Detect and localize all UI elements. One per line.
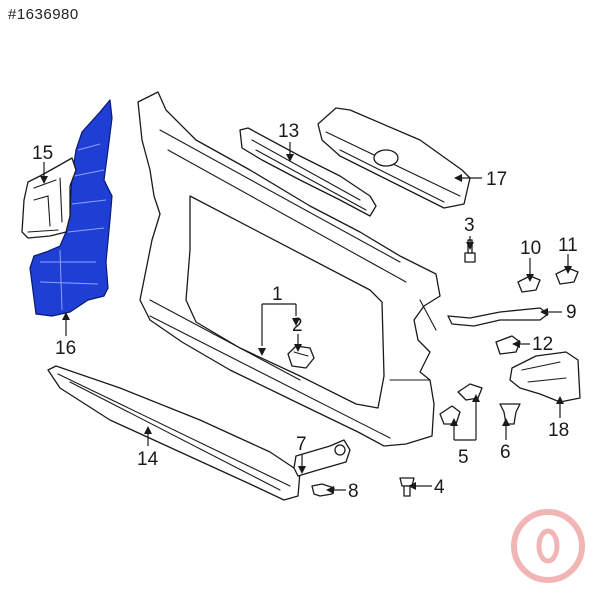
part-17-upper-cover[interactable] — [317, 107, 471, 209]
watermark-logo — [511, 509, 585, 583]
callout-4: 4 — [434, 477, 445, 498]
part-1-radiator-support[interactable] — [137, 91, 441, 447]
part-8-bolt[interactable] — [311, 483, 335, 497]
reference-number: #1636980 — [8, 6, 79, 23]
arrowheads — [40, 154, 572, 494]
part-9-rod[interactable] — [447, 307, 549, 327]
callout-16: 16 — [55, 338, 76, 359]
callout-7: 7 — [296, 434, 307, 455]
callout-17: 17 — [486, 169, 507, 190]
callout-12: 12 — [532, 334, 553, 355]
callout-8: 8 — [348, 481, 359, 502]
part-13-upper-seal[interactable] — [239, 127, 377, 217]
callout-9: 9 — [566, 302, 577, 323]
part-14-seal-strip[interactable] — [47, 365, 301, 501]
callout-6: 6 — [500, 442, 511, 463]
leader-lines — [43, 142, 569, 491]
callout-1: 1 — [272, 284, 283, 305]
callout-10: 10 — [520, 238, 541, 259]
part-18-bracket[interactable] — [509, 351, 581, 403]
callout-15: 15 — [32, 143, 53, 164]
callout-14: 14 — [137, 449, 159, 470]
callout-labels: 1 2 3 4 5 6 7 8 9 10 11 12 13 14 15 16 1… — [32, 121, 578, 502]
part-7-latch-bracket[interactable] — [293, 439, 351, 477]
callout-2: 2 — [292, 315, 303, 336]
part-15-bracket[interactable] — [21, 157, 77, 239]
part-6-clip[interactable] — [499, 403, 521, 425]
callout-5: 5 — [458, 447, 469, 468]
callout-18: 18 — [548, 420, 569, 441]
callout-11: 11 — [558, 235, 578, 256]
callout-3: 3 — [464, 215, 475, 236]
callout-13: 13 — [278, 121, 299, 142]
